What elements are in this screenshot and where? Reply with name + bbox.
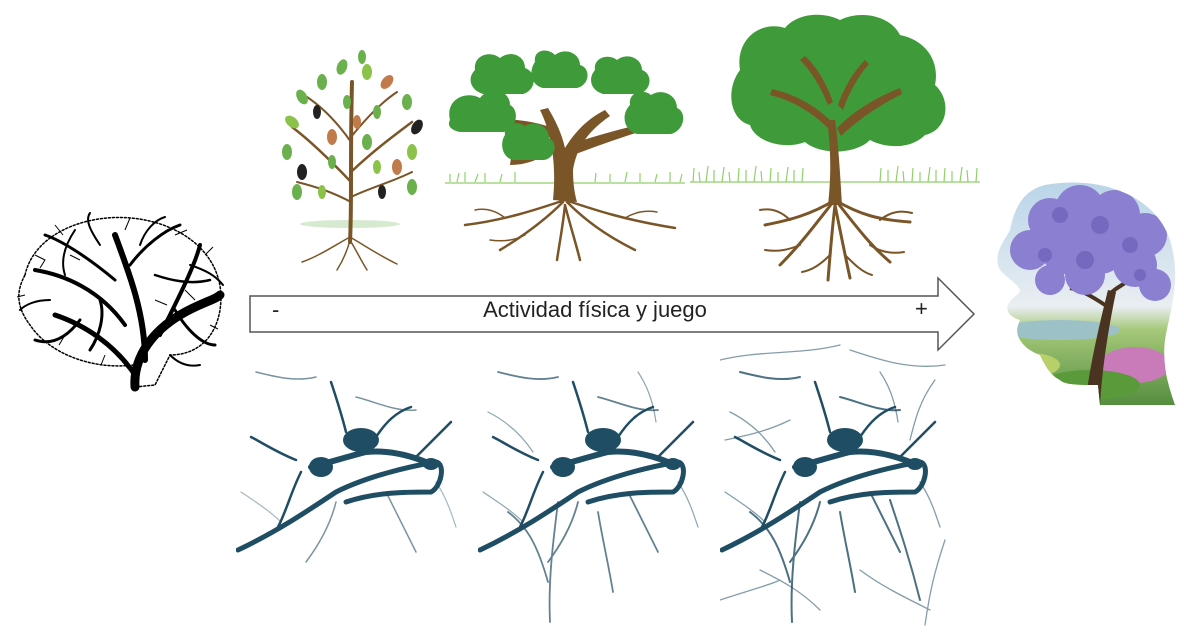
arrow-label: Actividad física y juego	[250, 297, 940, 323]
neuron-sparse-icon	[236, 352, 466, 582]
neuron-medium-icon	[478, 352, 708, 632]
medium-tree-icon	[445, 50, 685, 265]
neuron-dense-icon	[720, 340, 950, 632]
brain-tree-icon	[5, 205, 230, 400]
large-tree-icon	[690, 10, 980, 285]
arrow-plus-sign: +	[915, 296, 928, 322]
head-tree-image	[990, 180, 1180, 410]
small-tree-icon	[262, 42, 437, 274]
